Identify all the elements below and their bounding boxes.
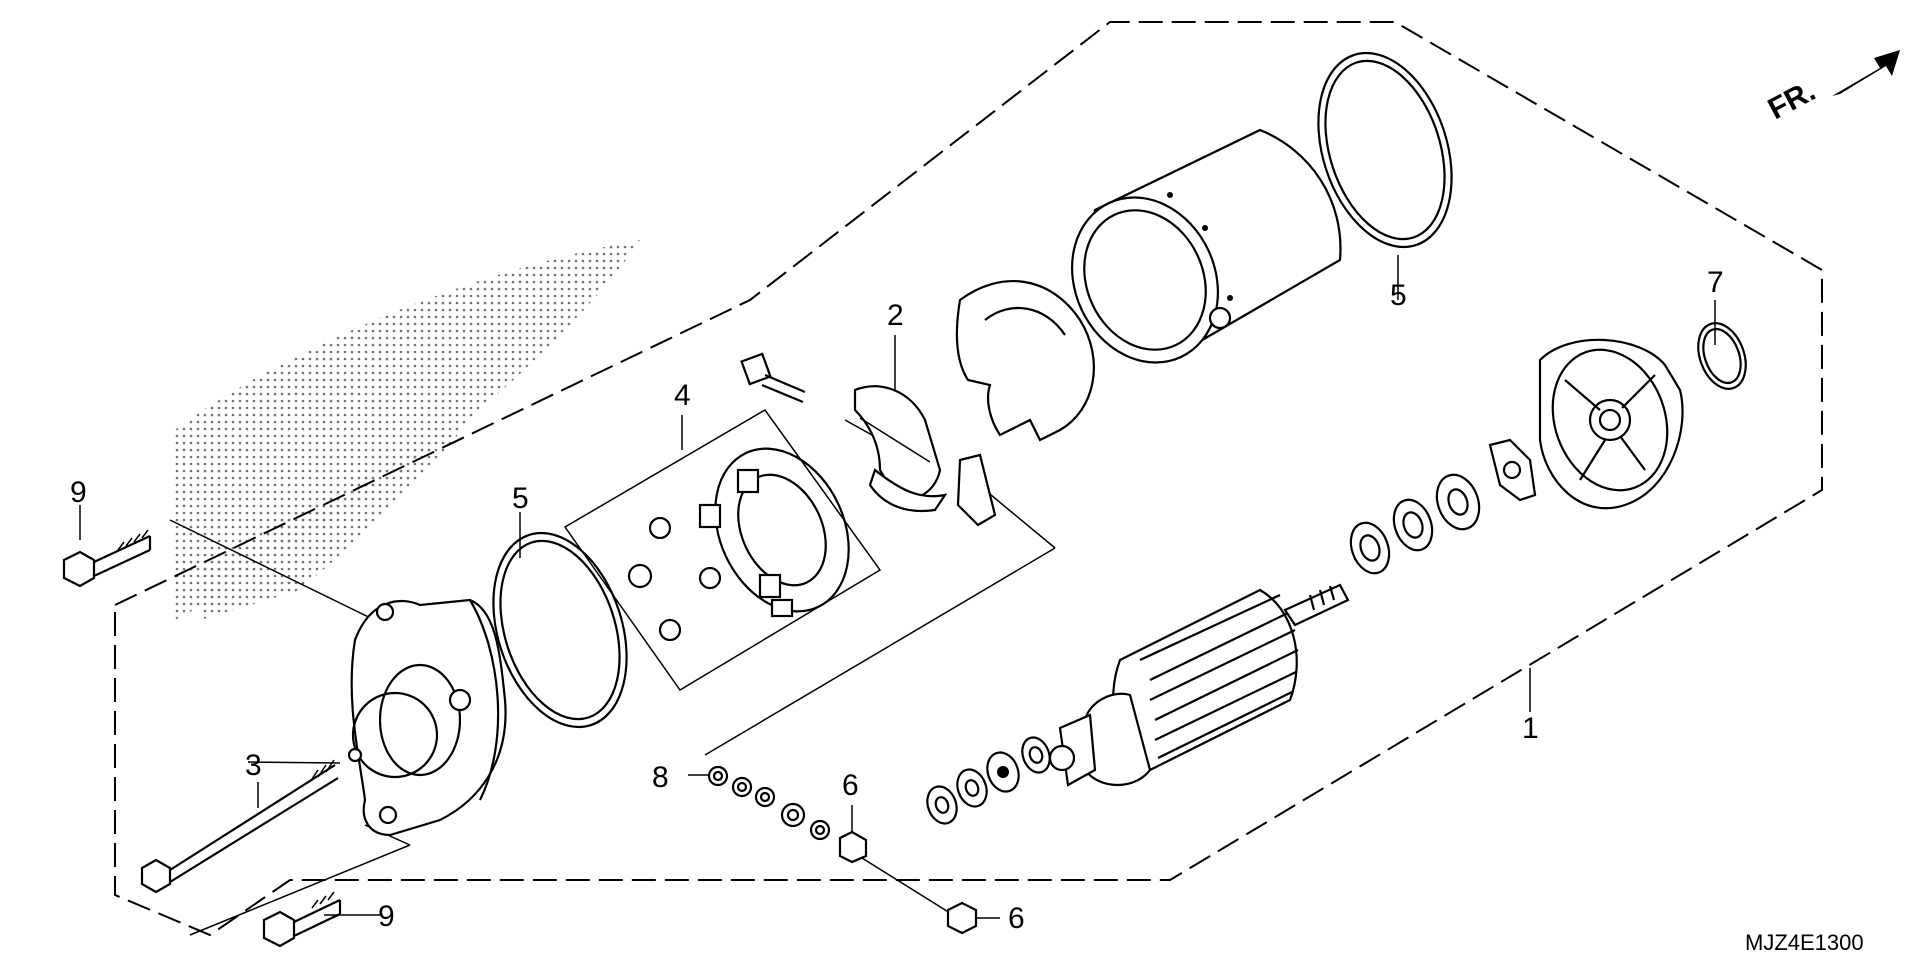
- seal-ring-5-left: [492, 531, 628, 729]
- leader-lines: [79, 255, 1716, 936]
- callout-1: 1: [1522, 712, 1539, 745]
- rear-cover: [1538, 338, 1684, 510]
- callout-6-lower: 6: [1008, 902, 1025, 935]
- callout-7: 7: [1707, 266, 1724, 299]
- front-cover: [347, 598, 507, 837]
- armature-washers-front: [926, 736, 1051, 825]
- bolt-9-upper: [62, 529, 152, 588]
- armature-1: [1048, 583, 1350, 787]
- nut-6-upper: [838, 830, 868, 864]
- callout-5-right: 5: [1390, 279, 1407, 312]
- callout-labels: 9 3 9 5 4 2 5 7 1 8 6 6: [70, 266, 1724, 935]
- seal-ring-5-right: [1317, 51, 1453, 249]
- callout-5-left: 5: [512, 482, 529, 515]
- assembly-boundary: [114, 21, 1823, 937]
- front-arrow-icon: FR.: [1763, 50, 1900, 126]
- bolt-9-lower: [262, 891, 342, 948]
- engine-background-stipple: [175, 240, 640, 620]
- front-indicator-label: FR.: [1763, 74, 1821, 126]
- callout-8: 8: [652, 761, 669, 794]
- o-ring-7: [1697, 322, 1747, 390]
- callout-9-lower: 9: [378, 900, 395, 933]
- nut-6-lower: [946, 901, 978, 935]
- callout-3: 3: [245, 749, 262, 782]
- end-bracket: [955, 280, 1095, 442]
- brush-holder-4: [563, 409, 882, 692]
- callout-6-upper: 6: [842, 769, 859, 802]
- drawing-code: MJZ4E1300: [1745, 930, 1864, 955]
- terminal-nut-stack: [707, 765, 978, 935]
- motor-yoke: [1070, 128, 1342, 364]
- callout-9-upper: 9: [70, 476, 87, 509]
- lock-washer: [1488, 438, 1537, 502]
- through-bolt-3: [140, 759, 339, 894]
- callout-2: 2: [887, 299, 904, 332]
- armature-washers-rear: [1349, 473, 1481, 575]
- callout-4: 4: [674, 379, 691, 412]
- terminal-plate-2: [740, 352, 997, 527]
